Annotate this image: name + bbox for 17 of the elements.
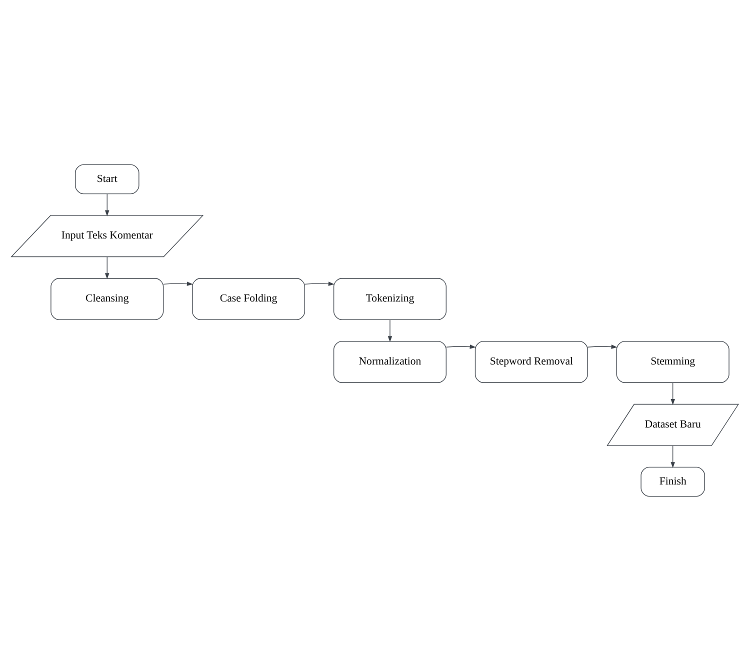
node-box: Tokenizing [333, 278, 446, 320]
arrow [446, 344, 476, 349]
arrow [388, 319, 392, 342]
arrow [670, 382, 675, 406]
arrow [670, 445, 675, 468]
arrow [104, 256, 110, 280]
node-box: Normalization [333, 340, 446, 383]
node-box: Case Folding [192, 278, 306, 320]
arrow [304, 282, 334, 286]
node-box: Stepword Removal [474, 340, 588, 383]
arrow [104, 194, 110, 216]
arrow [587, 344, 618, 349]
arrow [163, 282, 194, 286]
node-box: Start [74, 164, 140, 194]
node-box: Cleansing [50, 278, 164, 320]
node-box: Finish [640, 466, 705, 497]
node-box: Stemming [616, 340, 730, 383]
